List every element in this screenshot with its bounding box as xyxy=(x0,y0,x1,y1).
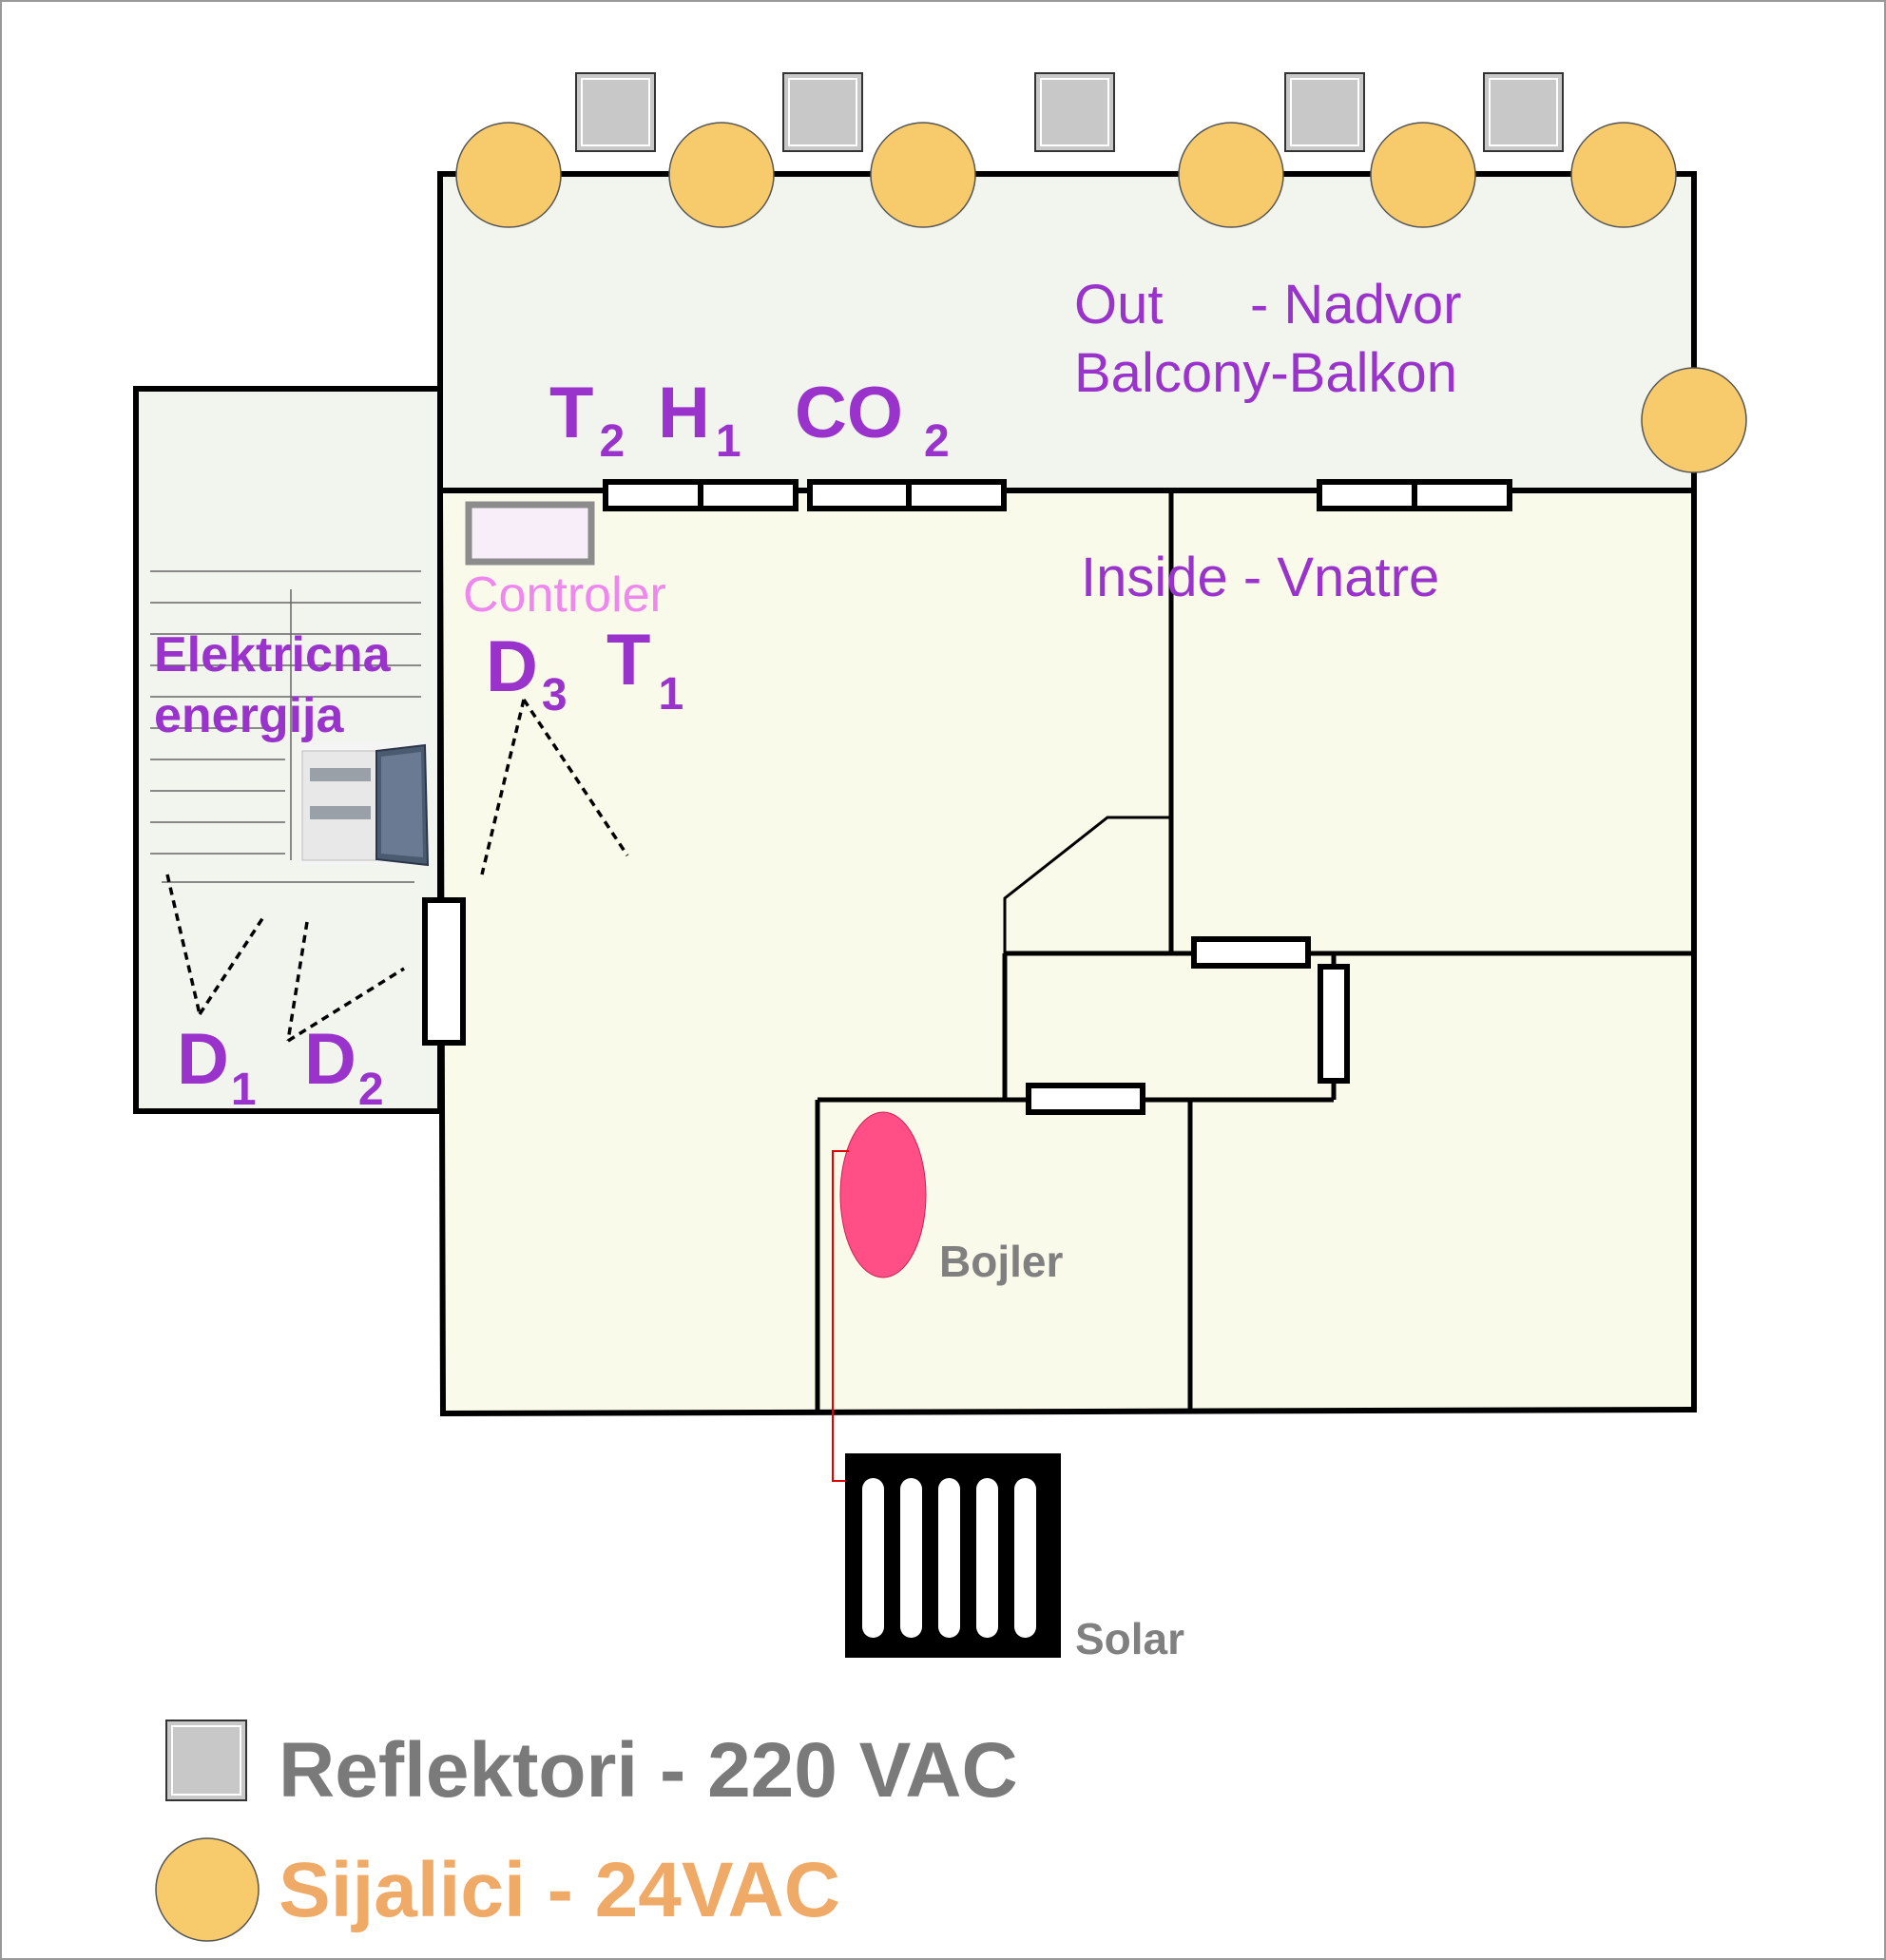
angled-wall xyxy=(1003,816,1171,953)
label-controller: Controler xyxy=(463,567,666,623)
sensor-d3: D3 xyxy=(486,626,568,721)
reflector-icon-3 xyxy=(1034,72,1115,152)
label-balcony: Balcony-Balkon xyxy=(1074,342,1457,404)
window-4 xyxy=(906,479,1007,511)
label-boiler: Bojler xyxy=(939,1237,1063,1286)
solar-panel-icon xyxy=(845,1453,1061,1658)
sensor-d2: D2 xyxy=(304,1019,384,1115)
reflector-inner xyxy=(581,78,1558,146)
label-nadvor: - Nadvor xyxy=(1250,274,1461,336)
boiler-icon xyxy=(839,1111,927,1278)
bulb-icon-6 xyxy=(1570,122,1677,228)
bulb-icon-4 xyxy=(1178,122,1284,228)
electric-cabinet-icon xyxy=(299,741,430,867)
bulb-icon-5 xyxy=(1370,122,1476,228)
legend-bulb-icon xyxy=(155,1837,260,1942)
bulb-icon-2 xyxy=(668,122,775,228)
door-2 xyxy=(1318,964,1350,1084)
sensor-d1: D1 xyxy=(177,1019,257,1115)
reflectors xyxy=(575,72,1564,152)
bulbs xyxy=(455,122,1747,473)
label-out: Out xyxy=(1074,274,1164,336)
reflector-icon-2 xyxy=(782,72,863,152)
legend-reflector-icon xyxy=(165,1720,247,1801)
controller-box xyxy=(465,501,595,566)
legend-reflectors: Reflektori - 220 VAC xyxy=(279,1727,1018,1814)
door-1 xyxy=(1191,936,1311,969)
reflector-icon-1 xyxy=(575,72,656,152)
window-3 xyxy=(807,479,912,511)
door-electric xyxy=(422,897,466,1046)
door-3 xyxy=(1026,1083,1145,1115)
label-solar: Solar xyxy=(1075,1614,1184,1663)
balcony-area xyxy=(437,171,1697,493)
legend-bulbs: Sijalici - 24VAC xyxy=(279,1847,840,1933)
bulb-icon-3 xyxy=(870,122,976,228)
sensor-coverage-lines xyxy=(165,699,629,1043)
bulb-icon-7 xyxy=(1641,367,1747,473)
legend-reflector-inner xyxy=(171,1725,241,1796)
label-electric-1: Elektricna xyxy=(154,627,392,682)
window-6 xyxy=(1412,479,1512,511)
reflector-icon-4 xyxy=(1284,72,1365,152)
label-electric-2: energija xyxy=(154,688,344,743)
boiler-pipe xyxy=(832,1150,850,1482)
bulb-icon-1 xyxy=(455,122,562,228)
window-5 xyxy=(1317,479,1417,511)
reflector-icon-5 xyxy=(1483,72,1564,152)
windows xyxy=(422,479,1512,1115)
electric-room-lines xyxy=(150,570,421,883)
label-inside: Inside - Vnatre xyxy=(1081,547,1439,608)
window-1 xyxy=(603,479,703,511)
window-2 xyxy=(698,479,799,511)
